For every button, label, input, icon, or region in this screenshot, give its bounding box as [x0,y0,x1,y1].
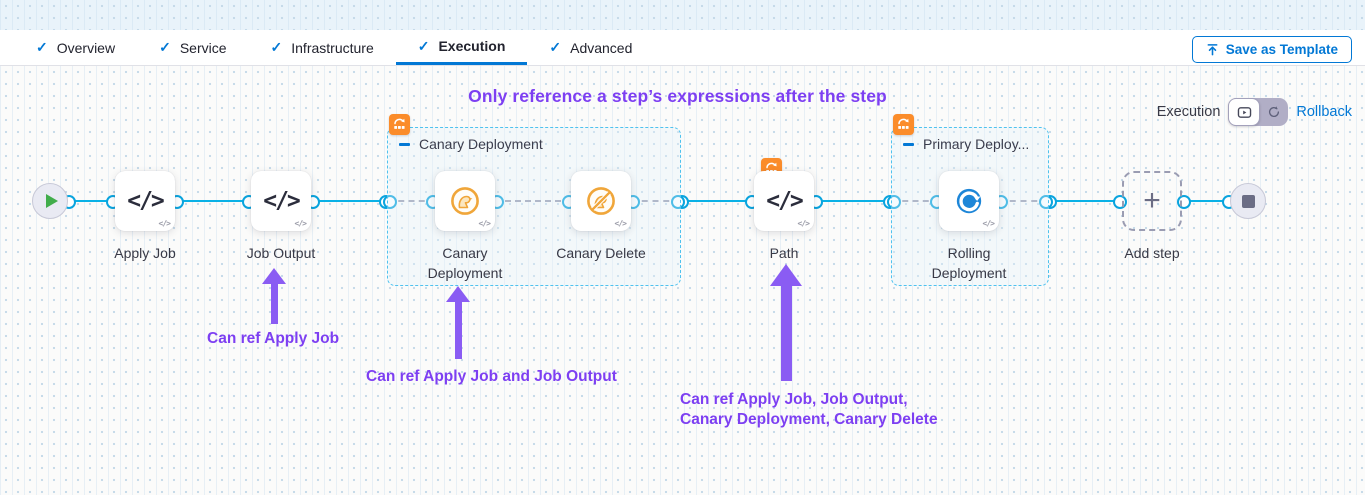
connector [1043,195,1127,209]
execution-mode-label: Execution [1156,104,1221,120]
check-icon: ✓ [549,39,562,55]
step-node-path[interactable]: </> </> [754,171,814,231]
annotation-note-path-line1: Can ref Apply Job, Job Output, [680,391,908,408]
plus-icon: + [1143,184,1161,217]
rolling-deployment-icon [954,186,984,216]
mini-code-icon: </> [294,219,307,228]
annotation-note-canary-deployment: Can ref Apply Job and Job Output [366,368,617,385]
tab-execution[interactable]: ✓ Execution [395,30,528,65]
stage-tabbar: ✓ Overview ✓ Service ✓ Infrastructure ✓ … [0,30,1365,66]
step-label-canary-deployment: Canary Deployment [427,245,503,281]
mini-code-icon: </> [478,219,491,228]
annotation-note-path-line2: Canary Deployment, Canary Delete [680,410,938,428]
tab-label: Advanced [570,39,633,56]
rollback-link[interactable]: Rollback [1296,104,1352,120]
step-node-apply-job[interactable]: </> </> [115,171,175,231]
mini-code-icon: </> [797,219,810,228]
execution-rollback-toggle-row: Execution [1157,98,1352,126]
canvas-top-strip [0,0,1365,30]
play-icon [45,194,58,208]
mini-code-icon: </> [158,219,171,228]
check-icon: ✓ [159,39,171,55]
step-label-rolling-deployment: Rolling Deployment [931,245,1007,281]
tab-label: Overview [56,39,116,56]
connector [170,195,256,209]
collapse-icon [903,142,914,146]
rollback-steps-badge-icon [389,114,410,135]
step-label-job-output: Job Output [246,245,316,261]
collapse-icon [399,142,410,146]
upload-icon [1206,43,1219,56]
code-icon: </> [766,188,804,214]
connector [1177,195,1236,209]
add-step-button[interactable]: + [1122,171,1182,231]
canary-delete-icon [585,185,617,217]
group-header-canary[interactable]: Canary Deployment [399,136,543,152]
mini-code-icon: </> [982,219,995,228]
rollback-steps-badge-icon [893,114,914,135]
step-label-add-step: Add step [1124,245,1180,261]
save-as-template-label: Save as Template [1225,42,1338,57]
step-label-canary-delete: Canary Delete [556,245,646,261]
group-header-primary[interactable]: Primary Deploy... [903,136,1029,152]
annotation-arrow-path [770,264,802,381]
pipeline-end-node [1230,183,1266,219]
stop-icon [1241,194,1255,208]
annotation-arrow-job-output [262,268,286,324]
canary-icon [449,185,481,217]
tab-infrastructure[interactable]: ✓ Infrastructure [249,30,396,65]
check-icon: ✓ [417,37,430,54]
annotation-arrow-canary-deployment [446,286,470,359]
step-node-canary-deployment[interactable]: </> [435,171,495,231]
tab-advanced[interactable]: ✓ Advanced [527,30,654,65]
connector [675,195,759,209]
tab-overview[interactable]: ✓ Overview [14,30,137,65]
save-as-template-button[interactable]: Save as Template [1191,36,1352,63]
execution-play-icon [1237,106,1252,119]
rollback-toggle-segment[interactable] [1260,98,1288,126]
connector [809,195,897,209]
annotation-heading: Only reference a step’s expressions afte… [468,86,887,106]
code-icon: </> [263,188,301,214]
group-label: Canary Deployment [419,136,543,152]
step-node-job-output[interactable]: </> </> [251,171,311,231]
rollback-circle-arrow-icon [1267,105,1281,119]
tab-label: Execution [438,38,506,54]
connector-dashed [994,195,1053,209]
execution-rollback-toggle [1228,98,1289,126]
step-node-canary-delete[interactable]: </> [571,171,631,231]
tab-label: Infrastructure [291,39,374,56]
annotation-note-job-output: Can ref Apply Job [207,330,340,347]
check-icon: ✓ [270,39,283,55]
connector [62,195,120,209]
step-node-rolling-deployment[interactable]: </> [939,171,999,231]
execution-canvas: Only reference a step’s expressions afte… [0,66,1365,495]
tab-service[interactable]: ✓ Service [137,30,248,65]
connector [306,195,393,209]
execution-toggle-segment[interactable] [1228,98,1261,126]
group-label: Primary Deploy... [923,136,1030,152]
code-icon: </> [127,188,165,214]
tab-label: Service [179,39,227,56]
mini-code-icon: </> [614,219,627,228]
pipeline-start-node [32,183,68,219]
step-label-path: Path [769,245,799,261]
check-icon: ✓ [36,39,48,55]
annotation-note-path: Can ref Apply Job, Job Output, Canary De… [680,390,938,429]
step-label-apply-job: Apply Job [114,245,176,261]
